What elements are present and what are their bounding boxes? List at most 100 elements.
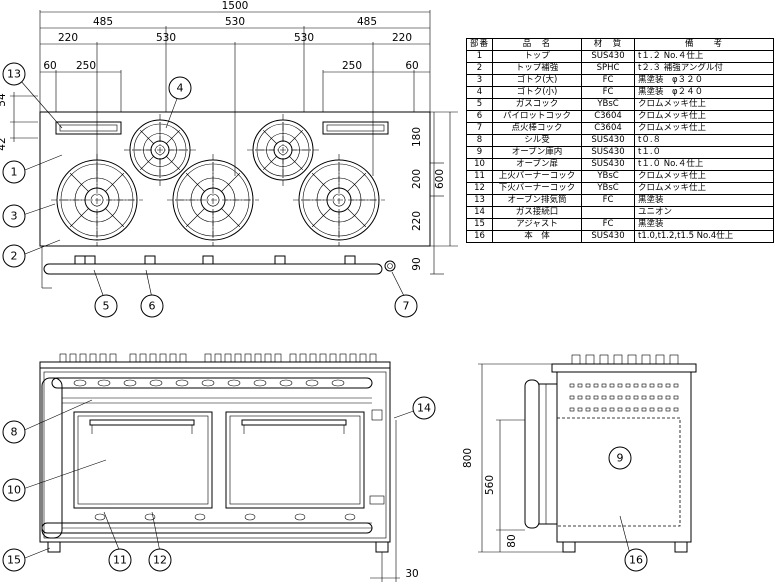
cell-part-name: オーブン扉 [492,158,583,171]
dim-second-seg-1: 220 [58,32,78,44]
dim-rail-height: 90 [411,257,423,270]
cell-material [581,206,636,219]
callout-8: 8 [2,420,26,444]
cell-part-no: 15 [465,218,494,231]
callout-14: 14 [412,396,436,420]
dim-right-vert-1: 180 [411,127,423,147]
cell-part-name: 下火バーナーコック [492,182,583,195]
cell-part-no: 4 [465,86,494,99]
cell-remarks: クロムメッキ仕上 [634,170,775,183]
knob [202,255,214,265]
cell-material: SPHC [581,62,636,75]
burner-small-left [124,114,196,186]
front-knob [73,379,87,387]
oven-door-right [225,411,365,509]
callout-10: 10 [2,478,26,502]
dim-right-offset: 60 [405,60,418,72]
dim-right-vert-2: 200 [411,169,423,189]
callout-label: 3 [11,210,18,223]
cell-remarks: 黒塗装 φ３２０ [634,74,775,87]
callout-label: 16 [629,554,643,567]
front-knob [227,379,241,387]
cell-material: SUS430 [581,158,636,171]
cell-part-no: 13 [465,194,494,207]
cell-remarks: クロムメッキ仕上 [634,122,775,135]
cell-part-no: 8 [465,134,494,147]
cell-part-no: 7 [465,122,494,135]
oven-knob [244,513,256,521]
callout-3: 3 [2,204,26,228]
dim-rail-projection: 30 [405,568,418,580]
oven-knob [194,513,206,521]
burner-large-right [293,154,385,246]
top-plate [39,111,431,247]
front-knob [175,379,189,387]
dim-total-width: 1500 [222,0,249,12]
dim-side-inner: 560 [484,475,496,495]
callout-9: 9 [608,446,632,470]
dim-second-seg-3: 530 [294,32,314,44]
front-knob [123,379,137,387]
callout-label: 5 [103,300,110,313]
cell-part-name: トップ [492,50,583,63]
cell-remarks: t１.２ No.４仕上 [634,50,775,63]
dim-side-height: 800 [462,448,474,468]
dim-top-seg-1: 485 [93,16,113,28]
oven-door-left [73,411,213,509]
callout-label: 4 [177,82,184,95]
cell-part-name: ガス接続口 [492,206,583,219]
cell-material: C3604 [581,110,636,123]
front-body [39,367,391,543]
dim-left-vert-2: 42 [0,137,8,150]
front-knob [331,379,345,387]
cell-remarks: t1.0,t1.2,t1.5 No.4仕上 [634,230,775,243]
cell-part-no: 3 [465,74,494,87]
cell-part-name: 点火棒コック [492,122,583,135]
cell-remarks: t２.３ 補強アングル付 [634,62,775,75]
callout-label: 14 [417,402,431,415]
cell-part-name: ガスコック [492,98,583,111]
cell-part-no: 9 [465,146,494,159]
cell-part-no: 5 [465,98,494,111]
cell-part-no: 11 [465,170,494,183]
cell-remarks: t０.８ [634,134,775,147]
front-knob [201,379,215,387]
callout-7: 7 [394,294,418,318]
front-top-plate [39,361,391,369]
callout-11: 11 [108,548,132,572]
cell-material: YBsC [581,170,636,183]
header-part-no: 部番 [465,38,494,51]
callout-label: 10 [7,484,21,497]
cell-part-name: ゴトク(大) [492,74,583,87]
cell-remarks: t１.０ No.４仕上 [634,158,775,171]
cell-material: FC [581,218,636,231]
exhaust-left [55,121,122,135]
cell-material: SUS430 [581,50,636,63]
dim-side-leg: 80 [506,534,518,547]
callout-label: 12 [153,554,167,567]
callout-label: 8 [11,426,18,439]
parts-table-header: 部番 品 名 材 質 備 考 [465,38,775,51]
dim-top-seg-2: 530 [225,16,245,28]
exhaust-right [322,121,389,135]
cell-remarks: 黒塗装 [634,194,775,207]
cell-part-name: パイロットコック [492,110,583,123]
cell-remarks: クロムメッキ仕上 [634,182,775,195]
cell-part-name: アジャスト [492,218,583,231]
cell-material: FC [581,74,636,87]
top-view: 1500 485 530 485 220 530 530 220 60 250 … [0,0,458,289]
oven-knob [94,513,106,521]
cell-material: FC [581,86,636,99]
burner-large-center [167,154,259,246]
oven-knob [144,513,156,521]
cell-remarks: クロムメッキ仕上 [634,110,775,123]
dim-second-seg-4: 220 [392,32,412,44]
oven-handle-right [241,419,347,426]
cell-material: FC [581,194,636,207]
